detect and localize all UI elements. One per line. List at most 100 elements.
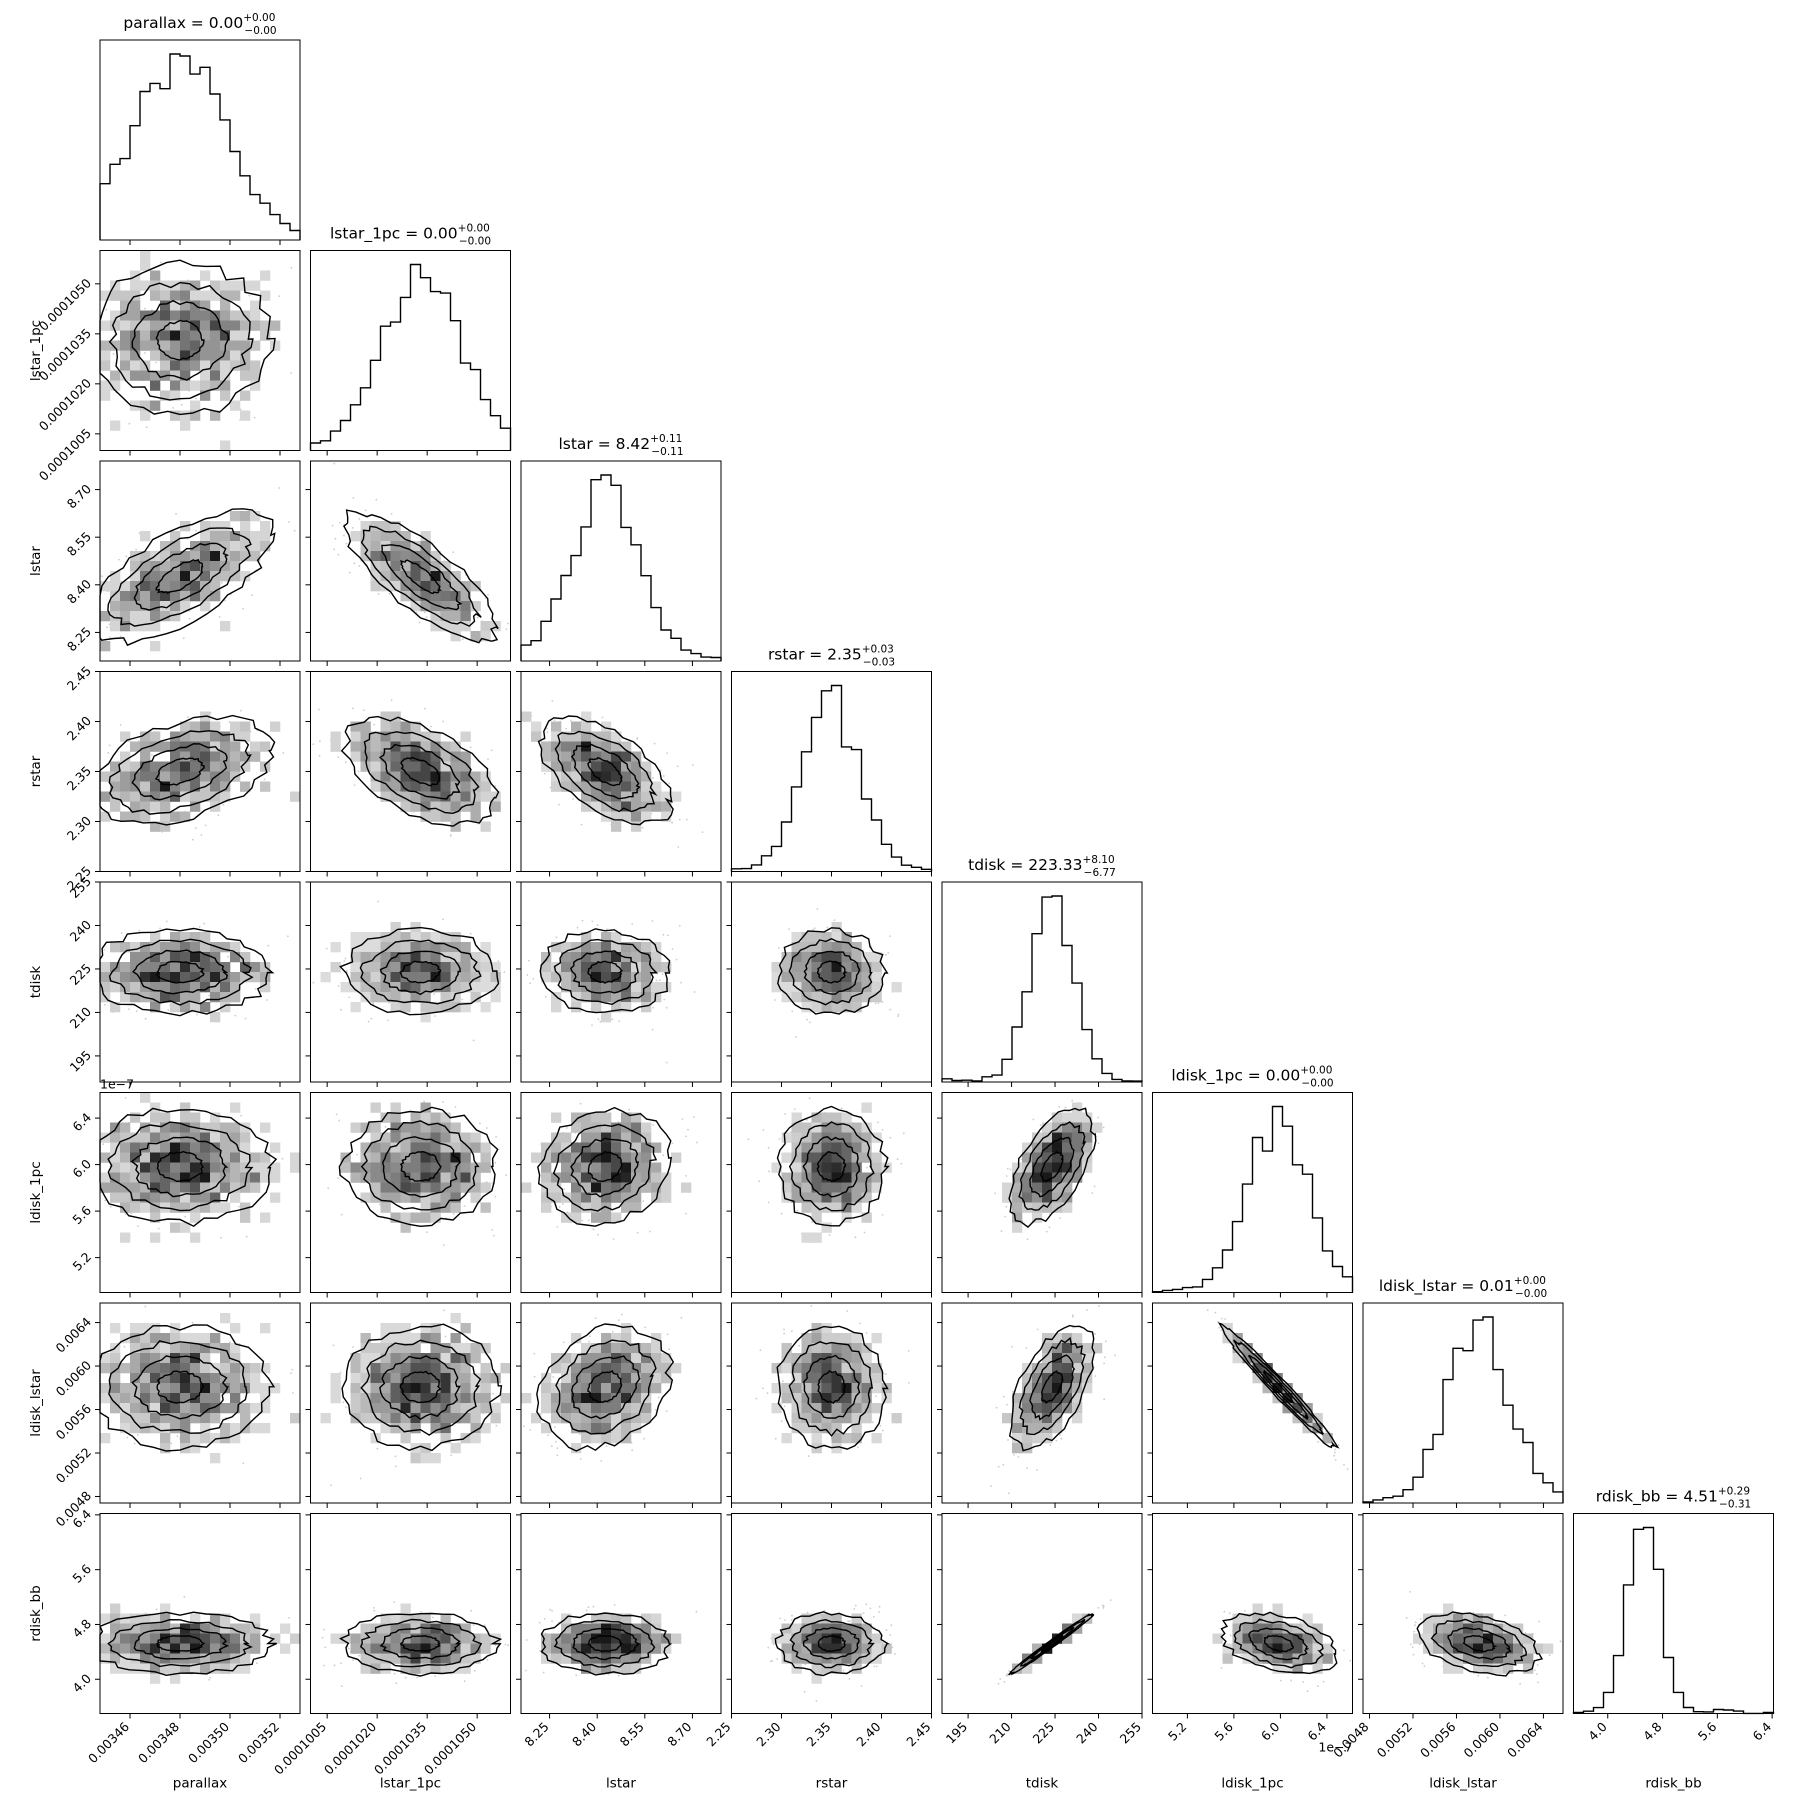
sample-point	[135, 548, 138, 551]
density-cell	[160, 761, 171, 772]
contour-level-1	[399, 559, 443, 595]
density-cell	[611, 771, 622, 782]
contour-level-3	[360, 525, 482, 627]
hist-rdisk_bb: rdisk_bb = 4.51+0.29−0.31	[1572, 1486, 1775, 1715]
density-cell	[120, 791, 131, 802]
density-cell	[370, 731, 381, 742]
density-cell	[180, 551, 191, 562]
density-cell	[150, 380, 161, 391]
sample-point	[693, 991, 696, 993]
density-cell	[220, 310, 231, 321]
density-cell	[210, 1162, 221, 1173]
density-cell	[250, 360, 261, 371]
sample-point	[685, 1212, 687, 1215]
density-cell	[591, 1182, 602, 1193]
density-cell	[380, 731, 391, 742]
density-cell	[420, 1192, 431, 1203]
density-cell	[170, 741, 181, 752]
density-cell	[260, 290, 271, 301]
density-cell	[581, 962, 592, 973]
density-cell	[100, 641, 111, 652]
density-cell	[150, 791, 161, 802]
density-cell	[390, 711, 401, 722]
density-cell	[581, 1132, 592, 1143]
density-cell	[180, 350, 191, 361]
density-cell	[160, 1112, 171, 1123]
sample-point	[239, 408, 242, 411]
title-rstar: rstar = 2.35+0.03−0.03	[768, 644, 895, 669]
density-cell	[230, 340, 241, 351]
density-cell	[230, 551, 241, 562]
density-cell	[140, 581, 151, 592]
density-cell	[440, 811, 451, 822]
sample-point	[198, 926, 201, 928]
density-cell	[450, 932, 461, 943]
density-cell	[150, 591, 161, 602]
density-cell	[170, 360, 181, 371]
density-cell	[370, 561, 381, 572]
density-cell	[440, 591, 451, 602]
density-cell	[581, 781, 592, 792]
density-cell	[450, 621, 461, 632]
sample-point	[816, 908, 819, 910]
sample-point	[384, 1126, 387, 1128]
sample-point	[442, 720, 444, 723]
sample-point	[491, 1182, 494, 1184]
sample-point	[454, 1106, 457, 1108]
density-cell	[480, 791, 491, 802]
density-cell	[180, 340, 191, 351]
density-cell	[190, 741, 201, 752]
density-cell	[140, 250, 151, 261]
sample-point	[887, 952, 890, 954]
density-cell	[390, 1102, 401, 1113]
density-cell	[581, 711, 592, 722]
density-cell	[621, 781, 632, 792]
panel-frame	[310, 460, 511, 662]
density-cell	[210, 541, 221, 552]
density-cell	[200, 1142, 211, 1153]
sample-point	[601, 716, 604, 719]
density-cell	[210, 1202, 221, 1213]
density-cell	[110, 791, 121, 802]
sample-point	[884, 953, 887, 956]
density-cell	[591, 761, 602, 772]
sample-point	[665, 1061, 668, 1064]
density-cell	[270, 320, 281, 331]
sample-point	[352, 497, 355, 499]
density-cell	[420, 561, 431, 572]
density-cell	[150, 1132, 161, 1143]
density-cell	[180, 310, 191, 321]
density-cell	[110, 771, 121, 782]
density-cell	[180, 721, 191, 732]
sample-point	[434, 1015, 436, 1017]
density-cell	[170, 1122, 181, 1133]
density-cell	[180, 751, 191, 762]
density-cell	[110, 340, 121, 351]
density-cell	[450, 781, 461, 792]
density-cell	[180, 1182, 191, 1193]
density-cell	[170, 1222, 181, 1233]
density-cell	[581, 972, 592, 983]
sample-point	[184, 1215, 187, 1218]
density-cell	[170, 972, 181, 983]
density-cell	[170, 1202, 181, 1213]
density-cell	[470, 1172, 481, 1183]
sample-point	[780, 1212, 783, 1215]
density-cell	[220, 741, 231, 752]
density-cell	[370, 541, 381, 552]
density-cell	[591, 751, 602, 762]
panel-lstar-vs-parallax	[99, 460, 301, 662]
density-cell	[470, 801, 481, 812]
density-cell	[170, 781, 181, 792]
density-cell	[170, 761, 181, 772]
density-cell	[430, 791, 441, 802]
density-cell	[410, 551, 421, 562]
density-cell	[120, 962, 131, 973]
density-cell	[170, 340, 181, 351]
density-cell	[561, 1152, 572, 1163]
density-cell	[240, 410, 251, 421]
sample-point	[104, 1199, 107, 1202]
density-cell	[370, 1172, 381, 1183]
density-cell	[110, 942, 121, 953]
density-cell	[160, 561, 171, 572]
